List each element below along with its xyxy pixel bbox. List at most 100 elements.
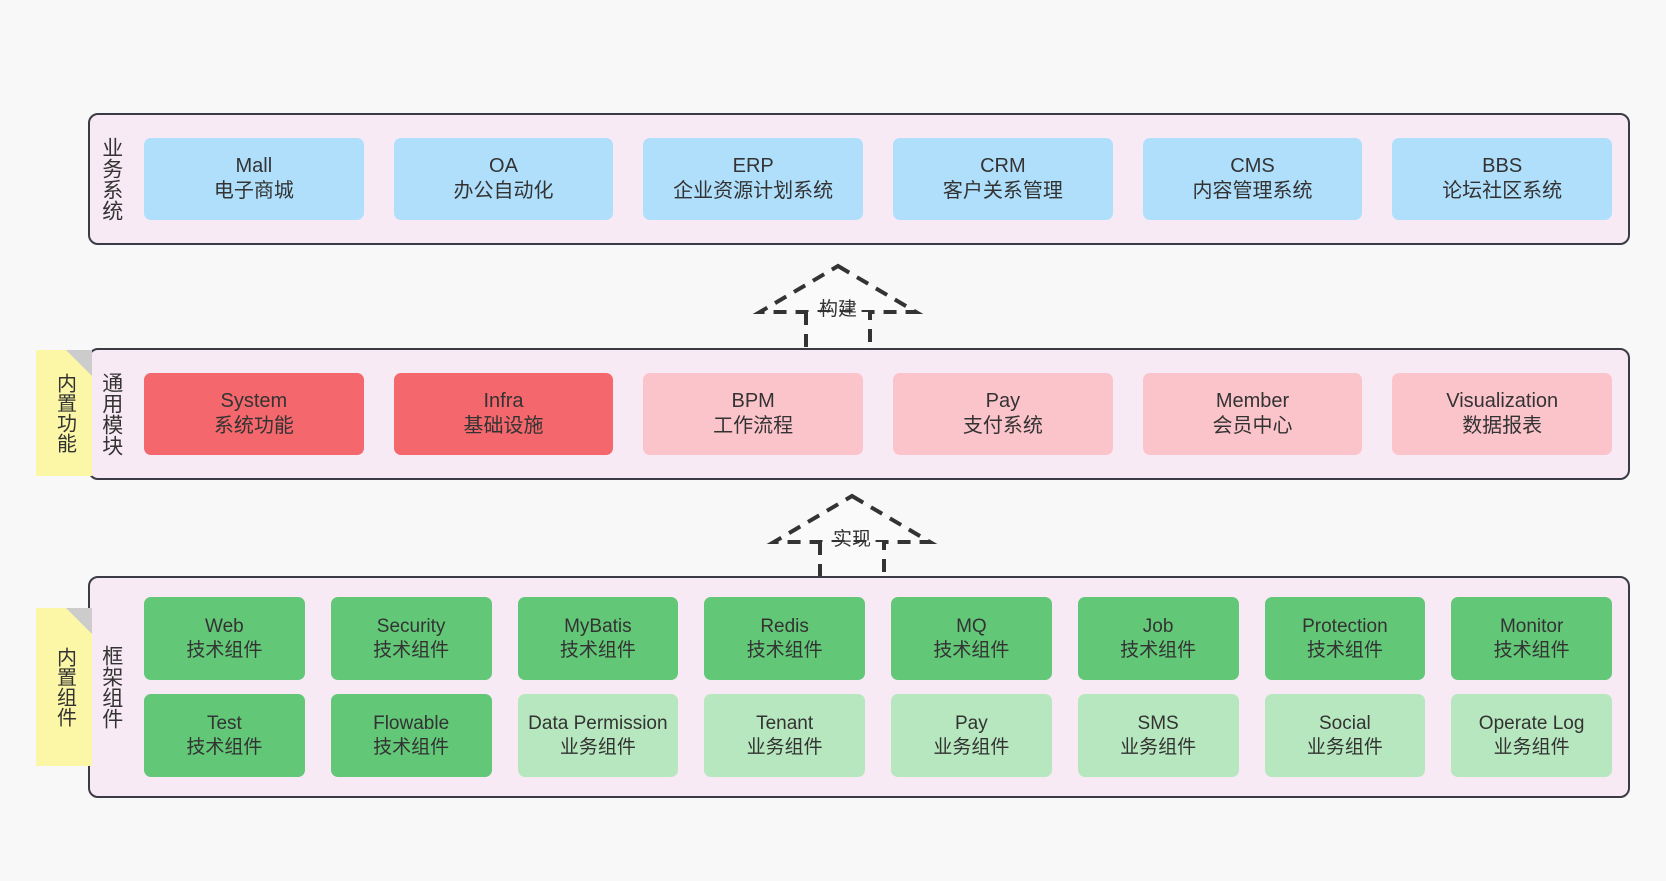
card-pay-module[interactable]: Pay 支付系统 bbox=[893, 373, 1113, 455]
card-title-cn: 业务组件 bbox=[1306, 736, 1383, 758]
card-row: Mall 电子商城 OA 办公自动化 ERP 企业资源计划系统 CRM 客户关系… bbox=[144, 138, 1613, 220]
card-row: Test 技术组件 Flowable 技术组件 Data Permission … bbox=[144, 694, 1612, 777]
card-title-en: Job bbox=[1142, 615, 1174, 637]
layer-business-systems: 业务系统 Mall 电子商城 OA 办公自动化 ERP 企业资源计划系统 CRM… bbox=[88, 113, 1630, 245]
card-title-en: Mall bbox=[235, 155, 273, 177]
connector-label-implement: 实现 bbox=[832, 529, 871, 550]
card-title-en: Test bbox=[206, 712, 242, 734]
card-title-en: CMS bbox=[1230, 155, 1275, 177]
card-title-en: Data Permission bbox=[528, 712, 668, 734]
card-sms[interactable]: SMS 业务组件 bbox=[1077, 694, 1239, 777]
card-title-cn: 工作流程 bbox=[713, 415, 794, 437]
card-title-cn: 系统功能 bbox=[213, 415, 294, 437]
card-visualization[interactable]: Visualization 数据报表 bbox=[1392, 373, 1613, 455]
card-pay-component[interactable]: Pay 业务组件 bbox=[891, 694, 1052, 777]
card-title-cn: 技术组件 bbox=[1306, 639, 1383, 661]
layer-title-framework-components: 框架组件 bbox=[99, 645, 123, 729]
card-title-en: Protection bbox=[1302, 615, 1388, 637]
card-title-cn: 技术组件 bbox=[933, 639, 1010, 661]
card-test[interactable]: Test 技术组件 bbox=[144, 694, 305, 777]
card-title-cn: 内容管理系统 bbox=[1192, 180, 1313, 202]
connector-implement: 实现 bbox=[762, 492, 942, 584]
sticky-note-label: 内置组件 bbox=[53, 647, 76, 727]
card-web[interactable]: Web 技术组件 bbox=[144, 597, 305, 680]
card-title-cn: 数据报表 bbox=[1462, 415, 1543, 437]
card-system[interactable]: System 系统功能 bbox=[144, 373, 364, 455]
card-title-en: MyBatis bbox=[564, 615, 632, 637]
sticky-note-builtin-functions: 内置功能 bbox=[36, 350, 92, 476]
card-title-cn: 业务组件 bbox=[933, 736, 1010, 758]
card-mybatis[interactable]: MyBatis 技术组件 bbox=[517, 597, 679, 680]
card-title-en: Infra bbox=[483, 390, 524, 412]
card-title-en: Web bbox=[205, 615, 244, 637]
card-title-en: MQ bbox=[956, 615, 987, 637]
card-title-en: SMS bbox=[1137, 712, 1179, 734]
card-mq[interactable]: MQ 技术组件 bbox=[891, 597, 1052, 680]
card-title-cn: 技术组件 bbox=[186, 639, 263, 661]
card-redis[interactable]: Redis 技术组件 bbox=[704, 597, 865, 680]
card-data-permission[interactable]: Data Permission 业务组件 bbox=[517, 694, 679, 777]
card-title-cn: 论坛社区系统 bbox=[1442, 180, 1563, 202]
card-operate-log[interactable]: Operate Log 业务组件 bbox=[1451, 694, 1612, 777]
card-title-cn: 业务组件 bbox=[559, 736, 636, 758]
card-mall[interactable]: Mall 电子商城 bbox=[144, 138, 364, 220]
card-infra[interactable]: Infra 基础设施 bbox=[393, 373, 614, 455]
card-title-cn: 基础设施 bbox=[463, 415, 544, 437]
card-title-cn: 技术组件 bbox=[373, 736, 450, 758]
card-bbs[interactable]: BBS 论坛社区系统 bbox=[1392, 138, 1613, 220]
card-title-cn: 业务组件 bbox=[1120, 736, 1197, 758]
card-bpm[interactable]: BPM 工作流程 bbox=[643, 373, 864, 455]
card-member[interactable]: Member 会员中心 bbox=[1142, 373, 1363, 455]
sticky-note-label: 内置功能 bbox=[53, 373, 76, 453]
connector-label-build: 构建 bbox=[818, 299, 857, 320]
card-title-cn: 业务组件 bbox=[746, 736, 823, 758]
layer-body-framework-components: Web 技术组件 Security 技术组件 MyBatis 技术组件 Redi… bbox=[132, 578, 1628, 796]
card-title-en: CRM bbox=[980, 155, 1026, 177]
card-title-en: Member bbox=[1215, 390, 1290, 412]
sticky-note-fold-icon bbox=[66, 608, 92, 634]
card-title-cn: 技术组件 bbox=[1493, 639, 1570, 661]
card-title-en: ERP bbox=[732, 155, 774, 177]
card-monitor[interactable]: Monitor 技术组件 bbox=[1451, 597, 1612, 680]
layer-body-business-systems: Mall 电子商城 OA 办公自动化 ERP 企业资源计划系统 CRM 客户关系… bbox=[132, 115, 1628, 243]
card-erp[interactable]: ERP 企业资源计划系统 bbox=[643, 138, 864, 220]
card-title-cn: 技术组件 bbox=[373, 639, 450, 661]
card-title-en: Security bbox=[376, 615, 446, 637]
card-title-en: System bbox=[220, 390, 288, 412]
card-title-en: Redis bbox=[760, 615, 809, 637]
card-oa[interactable]: OA 办公自动化 bbox=[393, 138, 614, 220]
connector-build: 构建 bbox=[748, 262, 928, 354]
layer-body-common-modules: System 系统功能 Infra 基础设施 BPM 工作流程 Pay 支付系统… bbox=[132, 350, 1628, 478]
card-job[interactable]: Job 技术组件 bbox=[1077, 597, 1239, 680]
card-title-cn: 企业资源计划系统 bbox=[673, 180, 834, 202]
card-title-en: BBS bbox=[1482, 155, 1523, 177]
layer-framework-components: 框架组件 Web 技术组件 Security 技术组件 MyBatis 技术组件… bbox=[88, 576, 1630, 798]
card-security[interactable]: Security 技术组件 bbox=[330, 597, 492, 680]
card-flowable[interactable]: Flowable 技术组件 bbox=[330, 694, 492, 777]
card-title-cn: 客户关系管理 bbox=[942, 180, 1063, 202]
layer-common-modules: 通用模块 System 系统功能 Infra 基础设施 BPM 工作流程 Pay… bbox=[88, 348, 1630, 480]
card-title-en: Pay bbox=[955, 712, 988, 734]
sticky-note-builtin-components: 内置组件 bbox=[36, 608, 92, 766]
card-title-en: Flowable bbox=[373, 712, 450, 734]
card-protection[interactable]: Protection 技术组件 bbox=[1264, 597, 1426, 680]
card-title-cn: 技术组件 bbox=[1120, 639, 1197, 661]
card-row: System 系统功能 Infra 基础设施 BPM 工作流程 Pay 支付系统… bbox=[144, 373, 1613, 455]
card-title-en: Visualization bbox=[1446, 390, 1559, 412]
card-title-en: Operate Log bbox=[1478, 712, 1585, 734]
sticky-note-fold-icon bbox=[66, 350, 92, 376]
layer-title-common-modules: 通用模块 bbox=[99, 372, 123, 456]
card-title-cn: 电子商城 bbox=[213, 180, 294, 202]
card-title-cn: 技术组件 bbox=[746, 639, 823, 661]
card-crm[interactable]: CRM 客户关系管理 bbox=[893, 138, 1113, 220]
card-title-en: Monitor bbox=[1499, 615, 1564, 637]
layer-title-business-systems: 业务系统 bbox=[99, 137, 123, 221]
card-title-en: OA bbox=[489, 155, 518, 177]
card-social[interactable]: Social 业务组件 bbox=[1264, 694, 1426, 777]
card-tenant[interactable]: Tenant 业务组件 bbox=[704, 694, 865, 777]
card-title-en: Pay bbox=[985, 390, 1021, 412]
card-title-cn: 技术组件 bbox=[559, 639, 636, 661]
card-cms[interactable]: CMS 内容管理系统 bbox=[1142, 138, 1363, 220]
card-title-en: BPM bbox=[731, 390, 775, 412]
